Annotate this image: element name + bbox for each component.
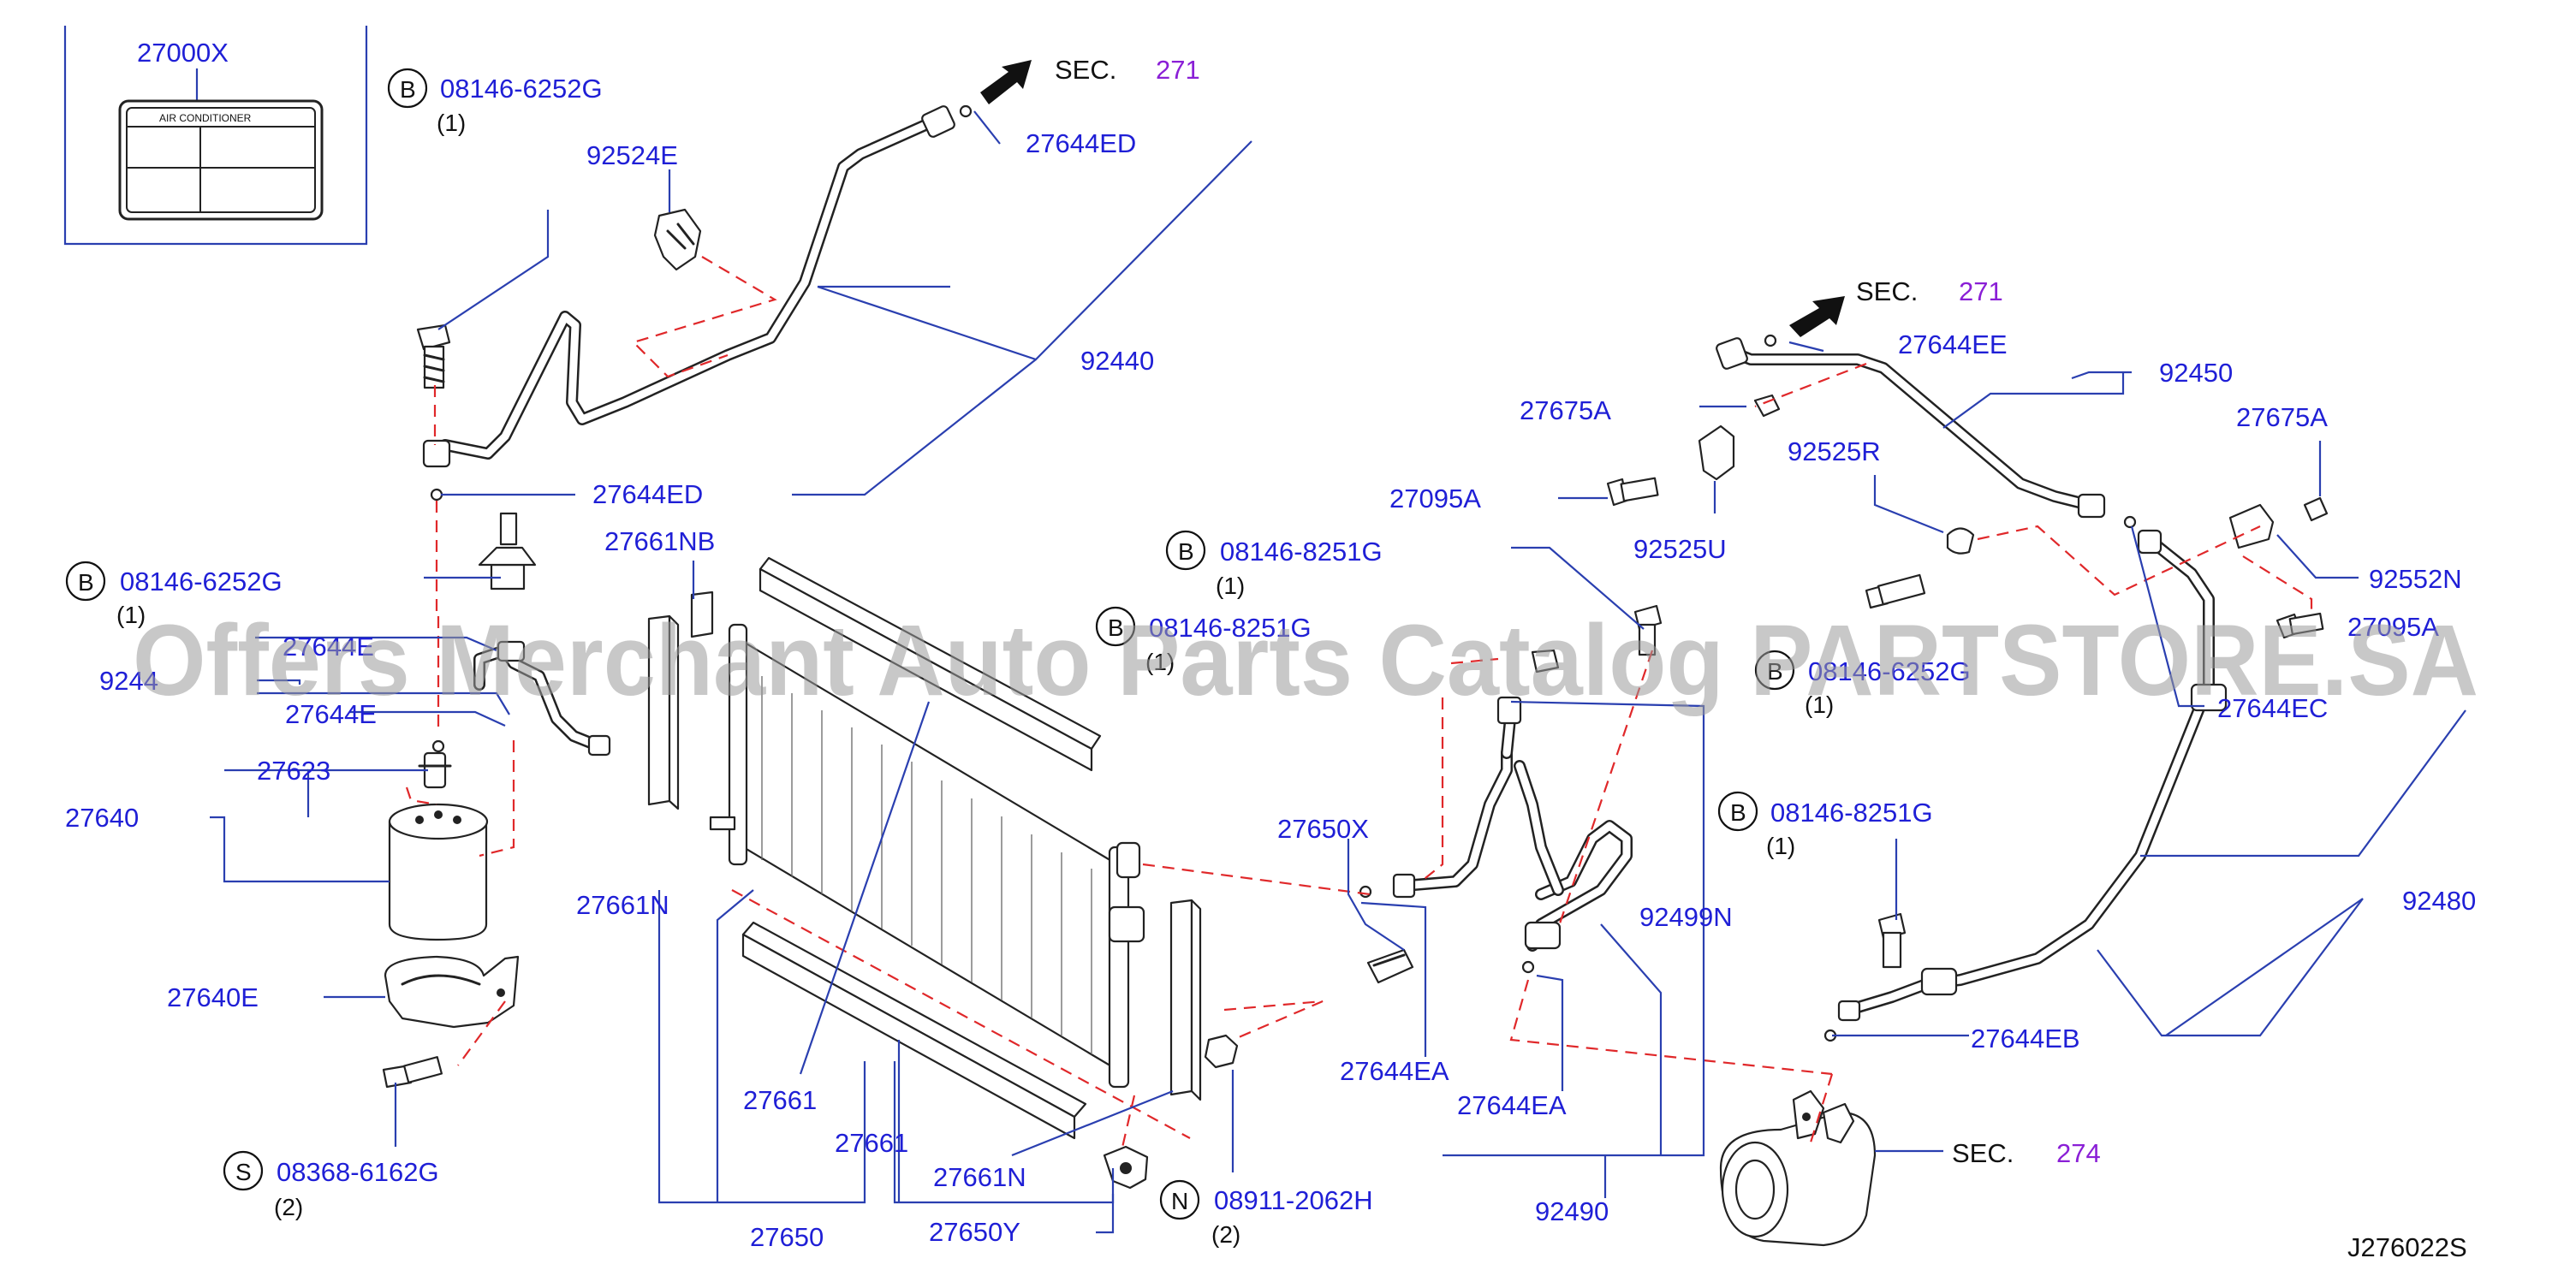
part-27644E[interactable]: 27644E — [285, 699, 377, 729]
part-92525R[interactable]: 92525R — [1788, 436, 1881, 466]
part-08146-8251G-center-a[interactable]: 08146-8251G — [1220, 537, 1383, 567]
sec-label-top: SEC. — [1055, 55, 1116, 85]
part-08368-6162G[interactable]: 08368-6162G — [277, 1157, 439, 1187]
part-27000X[interactable]: 27000X — [137, 38, 229, 68]
sec-274-bottom[interactable]: 274 — [2056, 1138, 2101, 1168]
part-27644ED-top[interactable]: 27644ED — [1026, 128, 1136, 158]
part-27644EA-a[interactable]: 27644EA — [1340, 1056, 1449, 1086]
part-08146-8251G-right[interactable]: 08146-8251G — [1770, 798, 1933, 828]
hose-92490-drawing — [1359, 604, 1663, 984]
badge-n — [1159, 1179, 1200, 1220]
part-27650Y[interactable]: 27650Y — [929, 1217, 1020, 1247]
qty-08146-6252G-top: (1) — [437, 110, 466, 136]
badge-b-center-b-letter: B — [1108, 614, 1124, 641]
part-92499N[interactable]: 92499N — [1639, 902, 1733, 932]
condenser-drawing — [647, 556, 1239, 1190]
badges: B B S N B B B B — [65, 68, 1795, 1220]
badge-s — [223, 1150, 264, 1191]
diagram-code: J276022S — [2347, 1232, 2467, 1262]
qty-08911-2062H: (2) — [1211, 1221, 1240, 1248]
part-08911-2062H[interactable]: 08911-2062H — [1214, 1185, 1373, 1215]
badge-b-right-low — [1717, 791, 1758, 832]
qty-08146-8251G-right: (1) — [1766, 833, 1795, 859]
arrow-sec-271-right — [1789, 296, 1845, 337]
part-27661-a[interactable]: 27661 — [743, 1085, 817, 1115]
arrow-sec-271-top — [980, 60, 1032, 104]
badge-b-right-low-letter: B — [1730, 799, 1746, 826]
badge-b-top — [387, 68, 428, 109]
part-08146-6252G-right[interactable]: 08146-6252G — [1808, 656, 1971, 686]
qty-08368-6162G: (2) — [274, 1194, 303, 1220]
receiver-drier-drawing — [382, 512, 611, 1089]
badge-b-right-mid-letter: B — [1767, 658, 1783, 685]
qty-08146-8251G-center-b: (1) — [1145, 649, 1175, 675]
part-27644ED-mid[interactable]: 27644ED — [592, 479, 703, 509]
part-08146-8251G-center-b[interactable]: 08146-8251G — [1149, 613, 1312, 643]
part-27661N-right[interactable]: 27661N — [933, 1162, 1026, 1192]
part-27095A-right[interactable]: 27095A — [2347, 612, 2439, 642]
part-27661N-left[interactable]: 27661N — [576, 890, 669, 920]
qty-08146-6252G-left: (1) — [116, 602, 146, 628]
qty-08146-8251G-center-a: (1) — [1216, 573, 1245, 599]
part-27644EC[interactable]: 27644EC — [2217, 693, 2328, 723]
part-92450[interactable]: 92450 — [2159, 358, 2233, 388]
hose-92480-drawing — [1823, 529, 2228, 1042]
part-08146-6252G-top[interactable]: 08146-6252G — [440, 74, 603, 104]
leader-lines — [210, 110, 2466, 1234]
compressor-drawing — [1719, 1089, 1877, 1247]
kit-label-plate — [118, 99, 324, 221]
badge-b-right-mid — [1754, 650, 1795, 691]
sec-label-bottom: SEC. — [1952, 1138, 2014, 1168]
part-92552N[interactable]: 92552N — [2369, 564, 2462, 594]
sec-271-right[interactable]: 271 — [1959, 276, 2003, 306]
part-27644EE[interactable]: 27644EE — [1898, 329, 2008, 359]
assembly-dash-lines — [405, 256, 2313, 1152]
bolt-top-drawing — [416, 323, 451, 389]
part-9244[interactable]: 9244 — [99, 666, 158, 696]
qty-08146-6252G-right: (1) — [1805, 691, 1834, 718]
part-27650[interactable]: 27650 — [750, 1222, 824, 1252]
badge-b-center-a — [1165, 530, 1206, 571]
sec-label-right: SEC. — [1856, 276, 1918, 306]
part-92490[interactable]: 92490 — [1535, 1196, 1609, 1226]
part-92524E[interactable]: 92524E — [586, 140, 678, 170]
part-92525U[interactable]: 92525U — [1633, 534, 1727, 564]
part-27675A-right[interactable]: 27675A — [2236, 402, 2328, 432]
badge-s-letter: S — [235, 1159, 252, 1185]
part-27623[interactable]: 27623 — [257, 756, 330, 786]
pipe-92450-drawing — [1606, 334, 2329, 639]
pipe-92440-drawing — [422, 104, 973, 501]
part-27640E[interactable]: 27640E — [167, 982, 259, 1012]
part-92480[interactable]: 92480 — [2402, 886, 2476, 916]
sec-271-top[interactable]: 271 — [1156, 55, 1200, 85]
part-27640[interactable]: 27640 — [65, 803, 139, 833]
part-27644EB[interactable]: 27644EB — [1971, 1024, 2080, 1053]
kit-box: 27000X AIR CONDITIONER — [63, 26, 368, 246]
badge-b-center-b — [1095, 606, 1136, 647]
kit-plate-text: AIR CONDITIONER — [159, 112, 252, 124]
part-08146-6252G-left[interactable]: 08146-6252G — [120, 567, 283, 596]
part-27675A-left[interactable]: 27675A — [1520, 395, 1611, 425]
badge-b-left-letter: B — [78, 569, 94, 596]
part-27661NB[interactable]: 27661NB — [604, 526, 715, 556]
part-92440[interactable]: 92440 — [1080, 346, 1154, 376]
badge-b-left — [65, 561, 106, 602]
part-27644E-obscured[interactable]: 27644E — [283, 632, 374, 662]
badge-b-top-letter: B — [400, 76, 416, 103]
part-27644EA-b[interactable]: 27644EA — [1457, 1090, 1567, 1120]
part-27650X[interactable]: 27650X — [1277, 814, 1369, 844]
part-27661-b[interactable]: 27661 — [835, 1128, 908, 1158]
badge-b-center-a-letter: B — [1178, 538, 1194, 565]
badge-n-letter: N — [1171, 1188, 1188, 1214]
part-27095A-left[interactable]: 27095A — [1389, 484, 1481, 513]
watermark: Offers Merchant Auto Parts Catalog PARTS… — [133, 604, 2478, 717]
part-labels: 08146-6252G (1) SEC. 271 92524E 27644ED … — [65, 55, 2476, 1262]
